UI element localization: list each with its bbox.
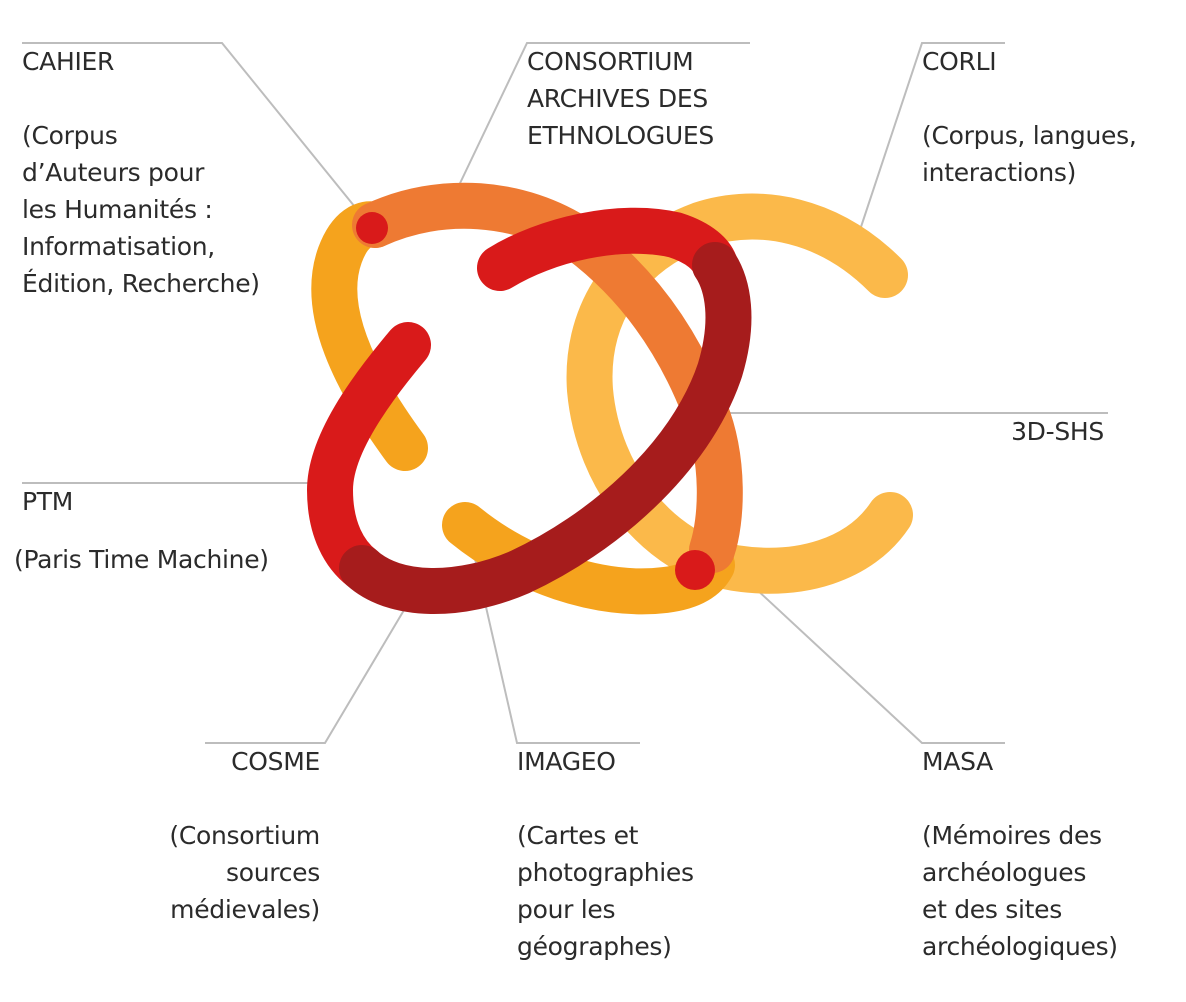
label-corli-desc: (Corpus, langues, interactions) <box>922 121 1137 187</box>
label-imageo: IMAGEO (Cartes et photographies pour les… <box>517 706 694 1002</box>
label-cahier-desc: (Corpus d’Auteurs pour les Humanités : I… <box>22 121 260 298</box>
knot-diagram <box>22 42 1108 744</box>
label-masa-desc: (Mémoires des archéologues et des sites … <box>922 821 1118 961</box>
knot-strokes <box>306 182 913 615</box>
label-consortium-title: CONSORTIUM ARCHIVES DES ETHNOLOGUES <box>527 47 714 150</box>
label-cosme-title: COSME <box>231 747 320 776</box>
leader-line-consortium <box>451 42 750 201</box>
label-3dshs: 3D-SHS <box>960 376 1104 487</box>
label-masa: MASA (Mémoires des archéologues et des s… <box>922 706 1118 1002</box>
crossing-dot-cahier <box>356 212 388 244</box>
label-imageo-title: IMAGEO <box>517 747 616 776</box>
label-masa-title: MASA <box>922 747 993 776</box>
tangerine-band <box>352 182 743 573</box>
crossing-dot-masa <box>675 550 715 590</box>
label-cahier-title: CAHIER <box>22 47 115 76</box>
label-consortium: CONSORTIUM ARCHIVES DES ETHNOLOGUES <box>527 6 714 191</box>
leader-line-cosme <box>205 599 411 744</box>
label-cosme-desc: (Consortium sources médievales) <box>169 821 320 924</box>
label-cahier: CAHIER (Corpus d’Auteurs pour les Humani… <box>22 6 260 339</box>
label-corli: CORLI (Corpus, langues, interactions) <box>922 6 1137 228</box>
leader-line-cahier <box>22 42 373 229</box>
leader-lines <box>22 42 1108 744</box>
label-ptm-desc-block: (Paris Time Machine) <box>14 504 269 615</box>
label-cosme: COSME (Consortium sources médievales) <box>110 706 320 965</box>
label-ptm: PTM <box>22 446 73 557</box>
label-ptm-title: PTM <box>22 487 74 516</box>
leader-line-masa <box>711 547 1005 744</box>
label-3dshs-title: 3D-SHS <box>1011 417 1104 446</box>
label-corli-title: CORLI <box>922 47 997 76</box>
leader-line-corli <box>854 42 1005 246</box>
label-ptm-desc: (Paris Time Machine) <box>14 545 269 574</box>
label-imageo-desc: (Cartes et photographies pour les géogra… <box>517 821 694 961</box>
red-upper-stroke <box>306 322 431 591</box>
darkred-ring <box>339 242 752 614</box>
yellow-c-ring <box>566 193 913 594</box>
